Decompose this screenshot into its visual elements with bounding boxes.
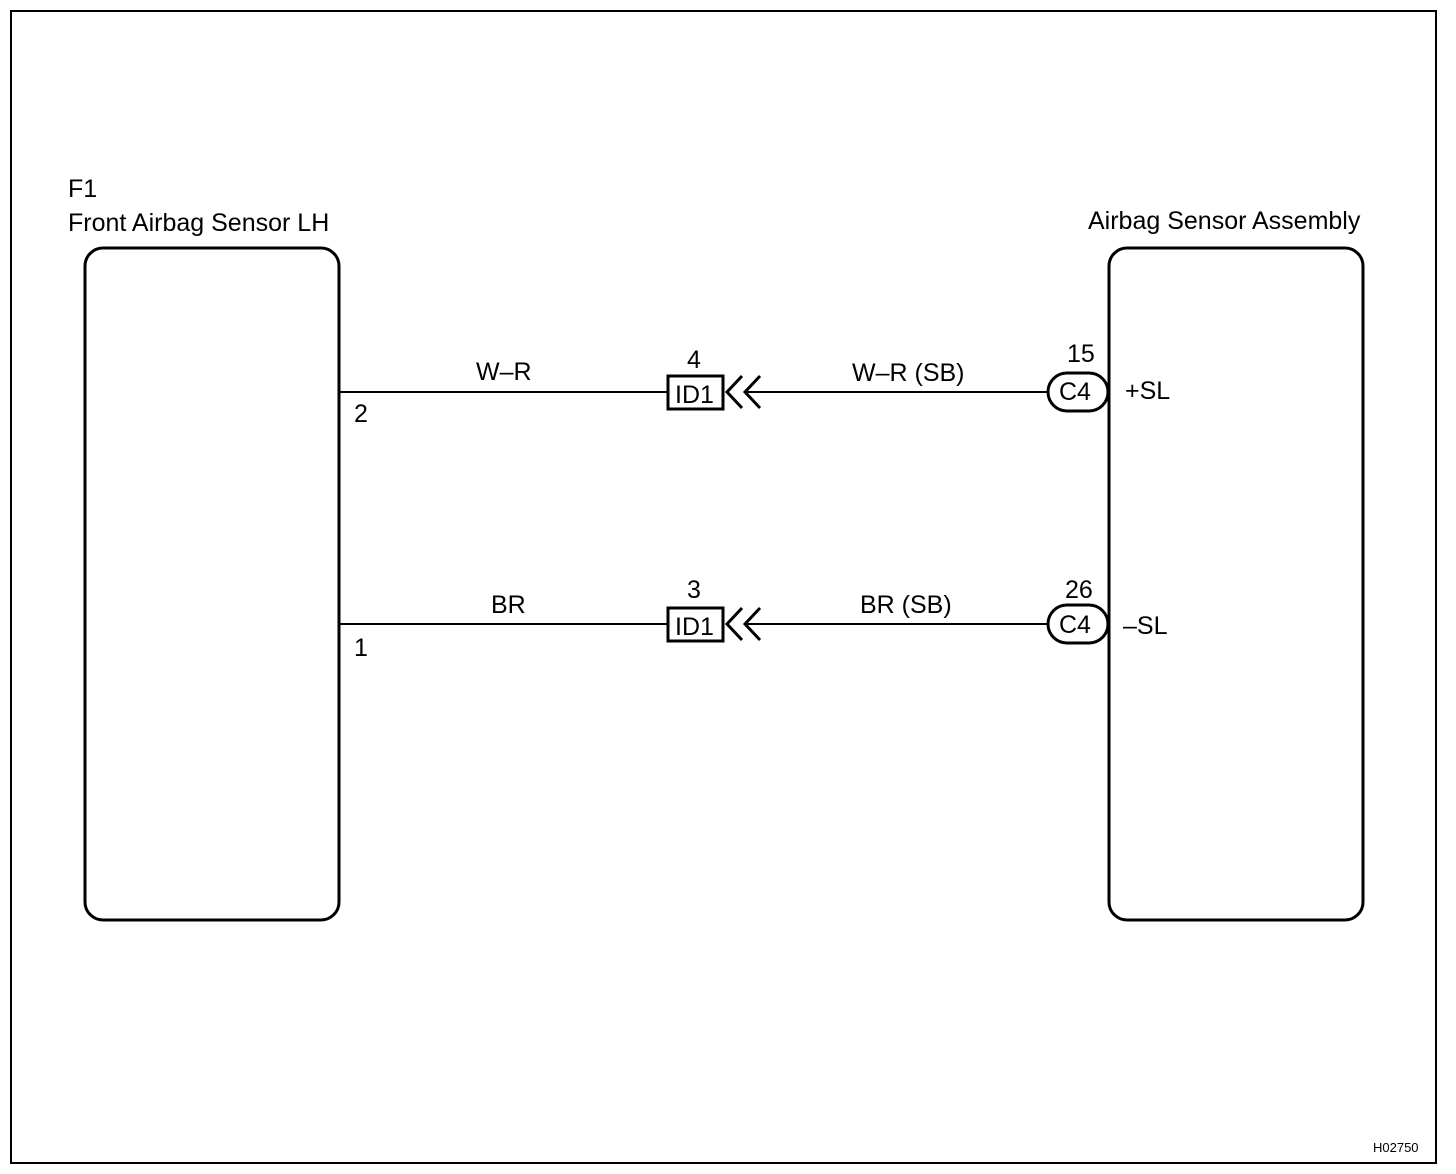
terminal-label: –SL [1123,612,1168,640]
junction-connector-label: ID1 [675,381,714,409]
left-component-name: Front Airbag Sensor LH [68,209,330,237]
right-component-name: Airbag Sensor Assembly [1088,207,1361,235]
connector-label: C4 [1059,378,1091,406]
circuit-plus-sl [339,371,1110,413]
junction-connector-label: ID1 [675,613,714,641]
wire-color-label: W–R [476,358,532,386]
terminal-label: +SL [1125,377,1171,405]
wire-color-label: W–R (SB) [852,359,965,387]
wire-color-label: BR [491,591,526,619]
front-airbag-sensor-box [83,246,341,922]
connector-label: C4 [1059,611,1091,639]
figure-id: H02750 [1373,1140,1419,1155]
left-component-code: F1 [68,175,98,203]
airbag-sensor-assembly-box [1107,246,1365,922]
left-pin-label: 1 [354,634,368,662]
connector-c4 [1046,371,1110,413]
left-pin-label: 2 [354,400,368,428]
junction-connector-id1 [666,606,725,643]
junction-connector-id1 [666,374,725,411]
right-pin-label: 26 [1065,576,1093,604]
connector-c4 [1046,603,1110,645]
diagram-frame [10,10,1437,1164]
circuit-minus-sl [339,603,1110,645]
junction-pin-label: 3 [687,576,701,604]
wire-color-label: BR (SB) [860,591,952,619]
right-pin-label: 15 [1067,340,1095,368]
junction-pin-label: 4 [687,346,701,374]
